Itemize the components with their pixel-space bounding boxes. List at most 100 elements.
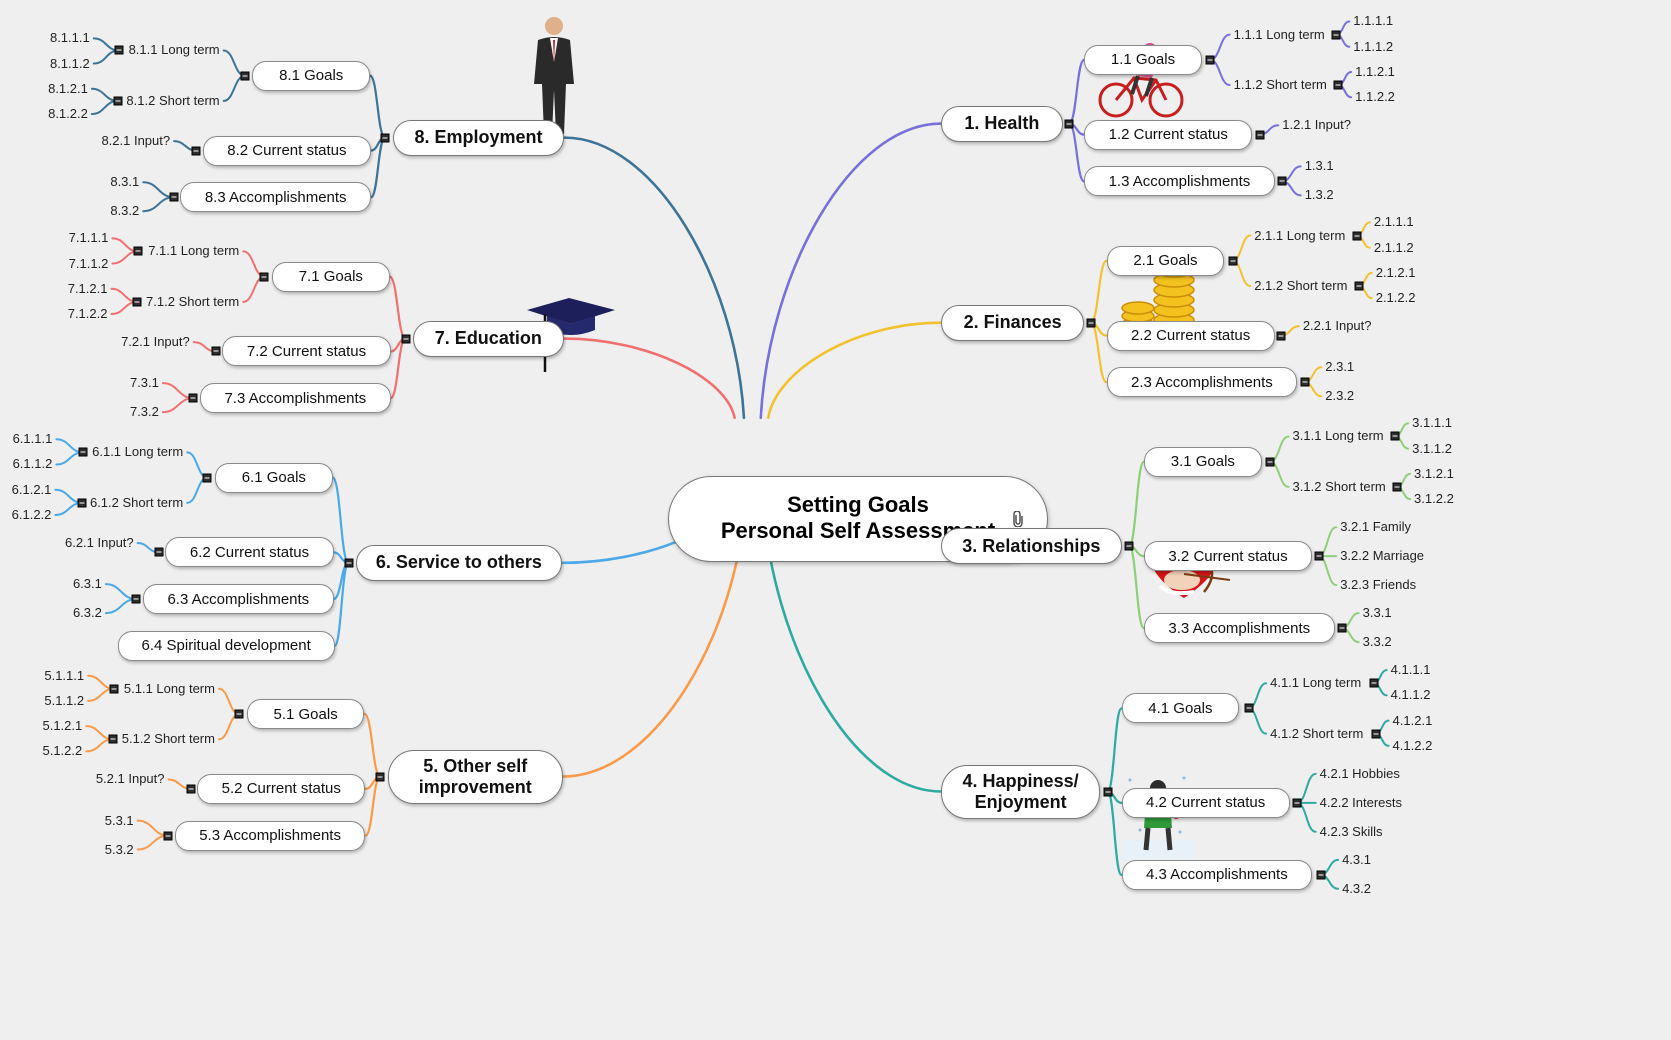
topic-7-1-2[interactable]: 7.1.2 Short term xyxy=(146,293,240,309)
topic-8-1-2[interactable]: 8.1.2 Short term xyxy=(126,92,220,108)
paperclip-icon[interactable] xyxy=(1012,511,1024,527)
topic-3-3-1[interactable]: 3.3.1 xyxy=(1362,605,1392,621)
topic-4-1-1-1[interactable]: 4.1.1.1 xyxy=(1390,662,1431,678)
topic-8-2[interactable]: 8.2 Current status xyxy=(202,135,372,166)
topic-3-1-1[interactable]: 3.1.1 Long term xyxy=(1292,428,1384,444)
topic-3-1-2[interactable]: 3.1.2 Short term xyxy=(1292,478,1386,494)
topic-4-1-1[interactable]: 4.1.1 Long term xyxy=(1270,675,1362,691)
collapse-toggle[interactable] xyxy=(113,96,123,106)
topic-7-1-1-2[interactable]: 7.1.1.2 xyxy=(68,255,109,271)
collapse-toggle[interactable] xyxy=(1316,870,1326,880)
topic-4-1-2[interactable]: 4.1.2 Short term xyxy=(1270,725,1364,741)
branch-2[interactable]: 2. Finances xyxy=(941,304,1085,341)
topic-6-1-1[interactable]: 6.1.1 Long term xyxy=(92,444,184,460)
topic-4-1-1-2[interactable]: 4.1.1.2 xyxy=(1390,687,1431,703)
topic-6-3-1[interactable]: 6.3.1 xyxy=(72,576,102,592)
collapse-toggle[interactable] xyxy=(1124,541,1134,551)
collapse-toggle[interactable] xyxy=(344,558,354,568)
topic-7-2-1[interactable]: 7.2.1 Input? xyxy=(121,334,190,350)
branch-8[interactable]: 8. Employment xyxy=(392,119,565,156)
topic-6-1-2-1[interactable]: 6.1.2.1 xyxy=(11,481,52,497)
collapse-toggle[interactable] xyxy=(77,498,87,508)
collapse-toggle[interactable] xyxy=(1265,457,1275,467)
collapse-toggle[interactable] xyxy=(401,334,411,344)
topic-8-1-2-2[interactable]: 8.1.2.2 xyxy=(48,106,88,122)
topic-7-1[interactable]: 7.1 Goals xyxy=(271,261,390,292)
collapse-toggle[interactable] xyxy=(1205,55,1215,65)
collapse-toggle[interactable] xyxy=(1314,551,1324,561)
topic-6-1-2-2[interactable]: 6.1.2.2 xyxy=(11,506,52,522)
topic-2-1-1-1[interactable]: 2.1.1.1 xyxy=(1373,214,1414,230)
topic-1-3-2[interactable]: 1.3.2 xyxy=(1304,187,1334,203)
topic-1-1-1[interactable]: 1.1.1 Long term xyxy=(1233,26,1325,42)
topic-4-3[interactable]: 4.3 Accomplishments xyxy=(1121,859,1313,890)
topic-7-1-2-1[interactable]: 7.1.2.1 xyxy=(67,280,108,296)
topic-6-4[interactable]: 6.4 Spiritual development xyxy=(117,630,335,661)
topic-3-3-2[interactable]: 3.3.2 xyxy=(1362,634,1392,650)
topic-3-1-1-2[interactable]: 3.1.1.2 xyxy=(1412,440,1452,456)
topic-5-1-1[interactable]: 5.1.1 Long term xyxy=(123,680,215,696)
collapse-toggle[interactable] xyxy=(133,246,143,256)
topic-5-2-1[interactable]: 5.2.1 Input? xyxy=(95,771,165,787)
collapse-toggle[interactable] xyxy=(191,146,201,156)
topic-1-2[interactable]: 1.2 Current status xyxy=(1084,119,1253,150)
collapse-toggle[interactable] xyxy=(1276,331,1286,341)
topic-8-1[interactable]: 8.1 Goals xyxy=(252,60,371,91)
topic-5-3[interactable]: 5.3 Accomplishments xyxy=(174,820,366,851)
topic-2-1-2[interactable]: 2.1.2 Short term xyxy=(1254,277,1348,293)
topic-2-3-2[interactable]: 2.3.2 xyxy=(1325,388,1355,404)
collapse-toggle[interactable] xyxy=(1292,798,1302,808)
branch-3[interactable]: 3. Relationships xyxy=(941,528,1122,565)
topic-3-1-1-1[interactable]: 3.1.1.1 xyxy=(1412,415,1452,431)
topic-5-3-2[interactable]: 5.3.2 xyxy=(104,841,134,857)
collapse-toggle[interactable] xyxy=(380,133,390,143)
collapse-toggle[interactable] xyxy=(1086,318,1096,328)
collapse-toggle[interactable] xyxy=(1331,30,1341,40)
topic-2-1[interactable]: 2.1 Goals xyxy=(1106,245,1225,276)
topic-2-1-1-2[interactable]: 2.1.1.2 xyxy=(1373,239,1414,255)
collapse-toggle[interactable] xyxy=(1392,482,1402,492)
topic-6-3[interactable]: 6.3 Accomplishments xyxy=(142,584,334,615)
collapse-toggle[interactable] xyxy=(188,393,198,403)
topic-7-1-2-2[interactable]: 7.1.2.2 xyxy=(67,306,108,322)
topic-2-2-1[interactable]: 2.2.1 Input? xyxy=(1302,318,1372,334)
topic-2-1-1[interactable]: 2.1.1 Long term xyxy=(1254,227,1346,243)
topic-4-1[interactable]: 4.1 Goals xyxy=(1121,693,1240,724)
topic-5-1-2-2[interactable]: 5.1.2.2 xyxy=(42,743,83,759)
topic-7-3[interactable]: 7.3 Accomplishments xyxy=(200,383,391,414)
branch-4[interactable]: 4. Happiness/Enjoyment xyxy=(941,764,1101,819)
topic-4-2-3[interactable]: 4.2.3 Skills xyxy=(1319,823,1383,839)
topic-5-1-1-1[interactable]: 5.1.1.1 xyxy=(44,667,85,683)
collapse-toggle[interactable] xyxy=(114,45,124,55)
topic-5-1-2-1[interactable]: 5.1.2.1 xyxy=(42,718,83,734)
topic-3-3[interactable]: 3.3 Accomplishments xyxy=(1143,613,1335,644)
topic-1-1-1-1[interactable]: 1.1.1.1 xyxy=(1353,13,1394,29)
collapse-toggle[interactable] xyxy=(109,684,119,694)
topic-6-1[interactable]: 6.1 Goals xyxy=(214,462,333,493)
collapse-toggle[interactable] xyxy=(375,772,385,782)
collapse-toggle[interactable] xyxy=(1277,176,1287,186)
topic-8-3[interactable]: 8.3 Accomplishments xyxy=(180,182,372,213)
collapse-toggle[interactable] xyxy=(1354,281,1364,291)
collapse-toggle[interactable] xyxy=(234,709,244,719)
collapse-toggle[interactable] xyxy=(154,547,164,557)
collapse-toggle[interactable] xyxy=(1337,623,1347,633)
topic-8-1-2-1[interactable]: 8.1.2.1 xyxy=(48,80,88,96)
collapse-toggle[interactable] xyxy=(169,192,179,202)
topic-4-1-2-1[interactable]: 4.1.2.1 xyxy=(1392,712,1433,728)
topic-6-3-2[interactable]: 6.3.2 xyxy=(72,605,102,621)
collapse-toggle[interactable] xyxy=(202,473,212,483)
collapse-toggle[interactable] xyxy=(1352,231,1362,241)
topic-3-2[interactable]: 3.2 Current status xyxy=(1143,541,1313,572)
topic-6-2-1[interactable]: 6.2.1 Input? xyxy=(64,535,134,550)
topic-7-1-1[interactable]: 7.1.1 Long term xyxy=(148,243,240,259)
topic-1-1[interactable]: 1.1 Goals xyxy=(1084,44,1202,75)
topic-3-2-2[interactable]: 3.2.2 Marriage xyxy=(1340,548,1425,564)
topic-8-1-1-2[interactable]: 8.1.1.2 xyxy=(49,55,90,71)
topic-2-2[interactable]: 2.2 Current status xyxy=(1106,320,1275,351)
topic-7-2[interactable]: 7.2 Current status xyxy=(222,336,391,367)
collapse-toggle[interactable] xyxy=(240,71,250,81)
topic-3-2-1[interactable]: 3.2.1 Family xyxy=(1340,519,1412,535)
topic-5-1-2[interactable]: 5.1.2 Short term xyxy=(121,731,215,747)
